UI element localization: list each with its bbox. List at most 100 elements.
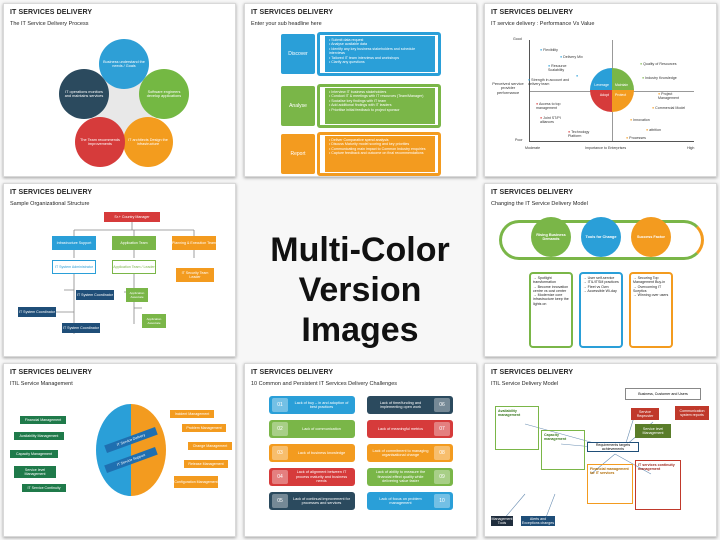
org-level4: IT System Coordinator: [76, 290, 114, 300]
itil-right-item: Problem Management: [182, 424, 226, 432]
slide-title: IT SERVICES DELIVERY: [491, 9, 574, 16]
phase-item: • Tailored IT team interviews and worksh…: [329, 55, 400, 60]
model-top: Business, Customer and Users: [625, 388, 701, 400]
itil-left-item: Service level Management: [14, 466, 56, 478]
org-level2: Planning & Execution Team: [172, 236, 216, 250]
slide-subtitle: 10 Common and Persistent IT Services Del…: [251, 381, 398, 387]
org-top: Sr.+ Country Manager: [104, 212, 160, 222]
phase-item: • Discuss Maturity model scoring and key…: [329, 142, 410, 147]
phase-item: • Analyse available data: [329, 42, 368, 47]
point-label: ● Quality of Resources: [640, 62, 677, 66]
quadrant-frame: Leverage Maintain Adopt Protect ● Flexib…: [528, 40, 694, 142]
itil-left-item: Capacity Management: [10, 450, 58, 458]
itil-right-item: Change Management: [188, 442, 232, 450]
org-level2: Application Team: [112, 236, 156, 250]
model-box: Financial management for IT services: [587, 464, 633, 504]
slide-thumb-6[interactable]: IT SERVICES DELIVERY ITIL Service Manage…: [3, 363, 236, 537]
quad-adopt: Adopt: [590, 90, 612, 112]
slide-subtitle: The IT Service Delivery Process: [10, 21, 89, 27]
cycle-step-3: IT architects Design the infrastructure: [123, 117, 173, 167]
cycle-step-4: The Team recommends improvements: [75, 117, 125, 167]
axis-y-bottom: Poor: [515, 138, 523, 142]
org-level3: Application Team / Leader: [112, 260, 156, 274]
quad-maintain: Maintain: [612, 68, 634, 90]
phase-item: • Capture feedback and outcome on final …: [329, 151, 424, 156]
axis-x-mid: Importance to Enterprises: [585, 146, 627, 150]
slide-title: IT SERVICES DELIVERY: [251, 369, 334, 376]
model-box: Management Tools: [491, 516, 513, 526]
point-label: ● Project Management: [658, 92, 679, 101]
cycle-step-2: Software engineers develop applications: [139, 69, 189, 119]
point-label: ● Flexibility: [540, 48, 558, 52]
driver-circle: Success Factor: [631, 217, 671, 257]
model-box: Service level Management: [635, 424, 671, 438]
quadrant-core: Leverage Maintain Adopt Protect: [590, 68, 634, 112]
point-label: ● Technology Platform: [568, 130, 590, 139]
phase-item: • Identify any key business stakeholders…: [329, 46, 416, 56]
slide-title: IT SERVICES DELIVERY: [491, 369, 574, 376]
point-label: ●: [576, 74, 579, 78]
phase-row-analyse: Analyse • Interview IT business stakehol…: [281, 84, 441, 128]
point-label: ● Access to top management: [536, 102, 561, 111]
axis-y-label: Perceived service provider performance: [492, 81, 524, 95]
phase-item: • Submit data request: [329, 38, 364, 42]
cycle-step-5: IT operations monitors and maintains ser…: [59, 69, 109, 119]
itil-right-item: Release Management: [184, 460, 228, 468]
driver-circle: Rising Business Demands: [531, 217, 571, 257]
model-box: Communication system reports: [675, 406, 709, 420]
quad-leverage: Leverage: [590, 68, 612, 90]
slide-thumb-4[interactable]: IT SERVICES DELIVERY Sample Organization…: [3, 183, 236, 357]
itil-left-item: IT Service Continuity: [22, 484, 66, 492]
slide-title: IT SERVICES DELIVERY: [10, 9, 93, 16]
slide-thumb-3[interactable]: IT SERVICES DELIVERY IT service delivery…: [484, 3, 717, 177]
phase-label: Report: [290, 151, 306, 157]
org-level4: Application Associate: [126, 288, 148, 302]
driver-list: → Securing Top Management Buy-in → Overc…: [629, 272, 673, 348]
slide-thumb-1[interactable]: IT SERVICES DELIVERY The IT Service Deli…: [3, 3, 236, 177]
slide-subtitle: IT service delivery : Performance Vs Val…: [491, 21, 595, 27]
model-box: Alerts and Exceptions changes: [521, 516, 555, 526]
org-level4: IT System Coordinator: [18, 307, 56, 317]
model-box: IT services continuity management: [635, 460, 681, 510]
axis-y-top: Good: [513, 37, 522, 41]
slide-thumb-8[interactable]: IT SERVICES DELIVERY ITIL Service Delive…: [484, 363, 717, 537]
slide-title: IT SERVICES DELIVERY: [251, 9, 334, 16]
driver-circle: Tools for Change: [581, 217, 621, 257]
phase-item: • Add additional findings with IT leader…: [329, 103, 392, 108]
hero-line-2: Version Images: [298, 271, 422, 349]
phase-item: • Clarify any questions: [329, 60, 365, 65]
model-box: Service Reqeuster: [631, 408, 659, 420]
slide-title: IT SERVICES DELIVERY: [10, 369, 93, 376]
slide-thumb-2[interactable]: IT SERVICES DELIVERY Enter your sub head…: [244, 3, 477, 177]
hero-heading: Multi-Color Version Images: [245, 230, 475, 350]
org-level3: IT System Administrator: [52, 260, 96, 274]
org-level3: IT Security Team Leader: [176, 268, 214, 282]
slide-thumb-5[interactable]: IT SERVICES DELIVERY Changing the IT Ser…: [484, 183, 717, 357]
point-label: ● Strength in account and delivery team: [528, 78, 570, 87]
point-label: ● Resource Scalability: [548, 64, 567, 73]
org-level2: Infrastructure Support: [52, 236, 96, 250]
cycle-step-1: Business understand the needs / Goals: [99, 39, 149, 89]
itil-left-item: Availability Management: [14, 432, 64, 440]
model-box: Availability management: [495, 406, 539, 450]
point-label: ● Joint ST/PI alliances: [540, 116, 561, 125]
point-label: ● Delivery Mix: [560, 55, 583, 59]
itil-left-item: Financial Management: [20, 416, 66, 424]
phase-item: • Communicating main impact to Common In…: [329, 146, 426, 151]
phase-item: • Deliver Comparative spend analysis: [329, 138, 389, 142]
slide-thumb-7[interactable]: IT SERVICES DELIVERY 10 Common and Persi…: [244, 363, 477, 537]
point-label: ● Innovation: [630, 118, 650, 122]
slide-title: IT SERVICES DELIVERY: [491, 189, 574, 196]
point-label: ● Commercial Model: [652, 106, 686, 110]
slide-subtitle: Sample Organizational Structure: [10, 201, 90, 207]
org-level4: Application Associate: [142, 314, 166, 328]
axis-x-right: High: [687, 146, 695, 150]
